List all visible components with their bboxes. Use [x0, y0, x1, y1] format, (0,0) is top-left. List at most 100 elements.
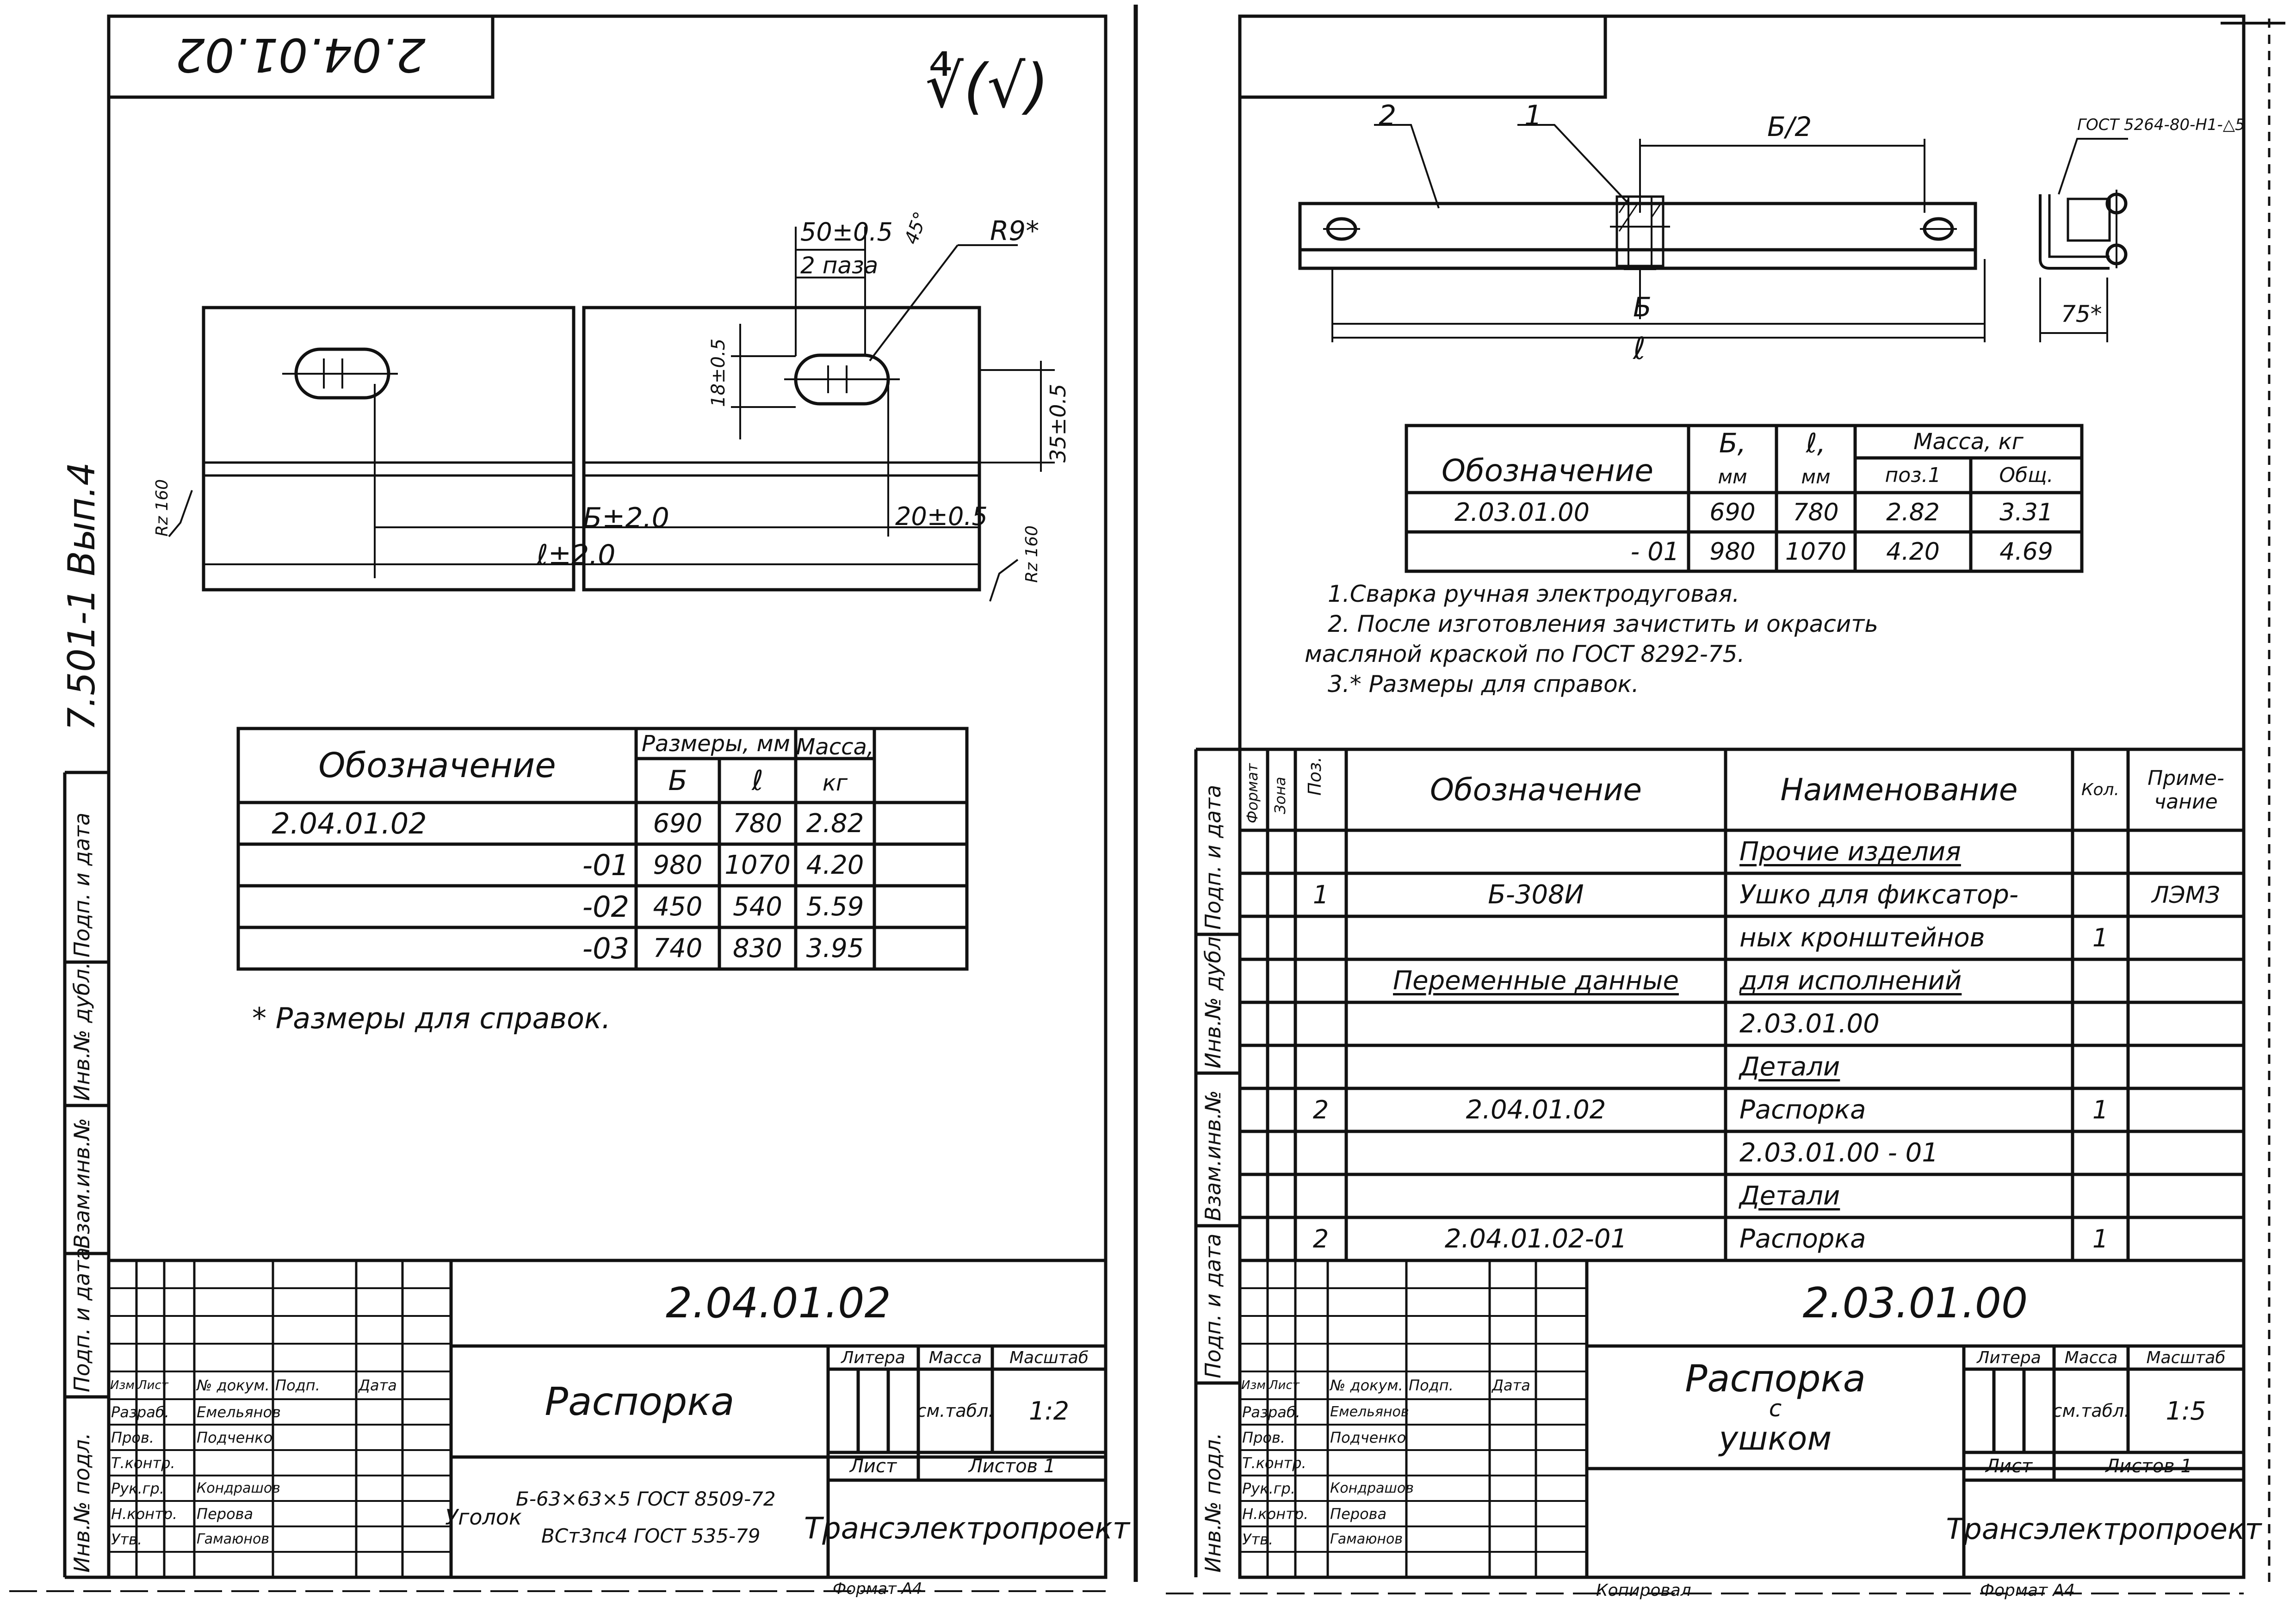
left-table-header-mass-unit: кг — [822, 770, 848, 796]
roughness-symbol: ∜(√) — [925, 51, 1049, 121]
left-role: Пров. — [111, 1428, 154, 1446]
row-mass: 5.59 — [806, 891, 864, 922]
spec-pos: 2 — [1312, 1224, 1329, 1254]
row-b: 980 — [653, 850, 703, 880]
left-sheets-label: Листов 1 — [968, 1456, 1056, 1477]
spec-designation: Переменные данные — [1393, 966, 1679, 996]
right-scale-label: Масштаб — [2146, 1348, 2226, 1367]
left-side-label-4: Подп. и дата — [69, 812, 94, 957]
right-organization: Трансэлектропроект — [1946, 1512, 2262, 1546]
left-note: * Размеры для справок. — [252, 1001, 611, 1035]
left-role: Рук.гр. — [111, 1479, 165, 1497]
right-sheets-label: Листов 1 — [2105, 1456, 2192, 1477]
left-material-top: Б-63×63×5 ГОСТ 8509-72 — [516, 1487, 776, 1510]
spec-note: ЛЭМЗ — [2152, 881, 2220, 908]
row-b: 690 — [1709, 498, 1756, 526]
left-person: Подченко — [197, 1428, 273, 1446]
row-l: 540 — [733, 891, 782, 922]
spec-header-format: Формат — [1244, 763, 1261, 823]
spec-header-qty: Кол. — [2081, 780, 2120, 799]
dim-e20: 20±0.5 — [895, 502, 988, 531]
left-person: Кондрашов — [197, 1480, 280, 1496]
spec-name: Прочие изделия — [1739, 837, 1961, 867]
row-l: 830 — [733, 933, 782, 963]
left-role: Утв. — [111, 1530, 142, 1548]
right-table-header-b: Б, — [1719, 427, 1746, 459]
right-title-name-2: с — [1769, 1395, 1782, 1422]
spec-pos: 2 — [1312, 1095, 1329, 1124]
left-head-sign: Подп. — [275, 1377, 320, 1394]
left-side-label-3: Инв.№ дубл. — [69, 962, 94, 1101]
spec-header-note: Приме-чание — [2147, 766, 2224, 814]
row-b: 740 — [653, 933, 703, 963]
right-head-izm: Изм. — [1241, 1378, 1270, 1392]
dim-b: Б±2.0 — [583, 502, 669, 534]
right-role: Утв. — [1242, 1530, 1274, 1548]
right-person: Перова — [1330, 1505, 1387, 1523]
dim-75: 75* — [2061, 301, 2102, 327]
left-table-header-b: Б — [668, 764, 687, 797]
spec-name: Ушко для фиксатор- — [1739, 880, 2019, 910]
row-designation: - 01 — [1630, 537, 1679, 566]
left-table-header-sizes: Размеры, мм — [642, 730, 790, 757]
right-side-label-0: Инв.№ подл. — [1201, 1433, 1225, 1573]
right-side-label-4: Подп. и дата — [1201, 784, 1225, 930]
row-mass: 4.20 — [806, 850, 864, 880]
row-designation: -03 — [582, 931, 629, 965]
left-person: Гамаюнов — [197, 1531, 270, 1547]
left-side-label-2: Взам.инв.№ — [69, 1118, 94, 1249]
right-title-name-3: ушком — [1719, 1420, 1832, 1457]
spec-name: Распорка — [1739, 1095, 1866, 1125]
left-head-date: Дата — [359, 1377, 397, 1394]
note-line: 2. После изготовления зачистить и окраси… — [1328, 611, 1878, 637]
right-person: Кондрашов — [1330, 1480, 1414, 1496]
dim-slot-width: 50±0.5 — [800, 217, 893, 247]
row-pos1: 2.82 — [1886, 498, 1940, 526]
right-mass-label: Масса — [2064, 1348, 2118, 1367]
dim-h: 35±0.5 — [1046, 383, 1071, 463]
right-head-sign: Подп. — [1409, 1377, 1454, 1394]
left-person: Емельянов — [197, 1403, 281, 1421]
spec-name: Распорка — [1739, 1224, 1866, 1254]
left-table-header-designation: Обозначение — [318, 746, 556, 785]
left-mass-label: Масса — [928, 1348, 982, 1367]
row-l: 780 — [733, 808, 782, 839]
spec-name: ных кронштейнов — [1739, 923, 1985, 953]
right-mass-value: см.табл. — [2052, 1401, 2130, 1421]
right-side-label-3: Инв.№ дубл. — [1201, 929, 1225, 1068]
right-role: Т.контр. — [1242, 1454, 1306, 1472]
dim-l: ℓ±2.0 — [537, 539, 616, 571]
callout-2: 2 — [1379, 99, 1397, 132]
left-side-label-1: Подп. и дата — [69, 1247, 94, 1392]
row-total: 3.31 — [1999, 498, 2053, 526]
right-head-doc: № докум. — [1330, 1377, 1403, 1394]
row-designation: -02 — [582, 889, 629, 924]
spec-header-name: Наименование — [1780, 772, 2018, 808]
right-person: Подченко — [1330, 1428, 1406, 1446]
spec-header-designation: Обозначение — [1430, 772, 1642, 808]
left-organization: Трансэлектропроект — [804, 1512, 1130, 1546]
roughness-left: Rz 160 — [153, 479, 172, 537]
left-role: Разраб. — [111, 1403, 169, 1421]
note-line: 3.* Размеры для справок. — [1328, 671, 1639, 698]
left-lit-label: Литера — [841, 1348, 905, 1367]
dim-l-assembly: ℓ — [1633, 331, 1646, 366]
left-table-header-mass: Масса, — [796, 734, 874, 760]
right-format: Формат А4 — [1980, 1581, 2075, 1600]
left-mass-value: см.табл. — [916, 1401, 994, 1421]
right-scale-value: 1:5 — [2166, 1396, 2206, 1426]
dim-slot-height: 18±0.5 — [708, 338, 729, 407]
right-copied: Копировал — [1596, 1581, 1691, 1600]
right-table-header-mass: Масса, кг — [1913, 429, 2024, 455]
row-designation: 2.04.01.02 — [272, 806, 427, 840]
series-label: 7.501-1 Вып.4 — [60, 462, 103, 731]
left-sheet-frame — [107, 14, 1108, 1579]
row-l: 1070 — [1785, 537, 1847, 566]
note-line: масляной краской по ГОСТ 8292-75. — [1305, 641, 1745, 667]
right-side-label-1: Подп. и дата — [1201, 1233, 1225, 1378]
left-role: Т.контр. — [111, 1454, 175, 1472]
row-l: 780 — [1793, 498, 1839, 526]
dim-b-assembly: Б — [1633, 291, 1652, 323]
row-b: 450 — [653, 891, 703, 922]
